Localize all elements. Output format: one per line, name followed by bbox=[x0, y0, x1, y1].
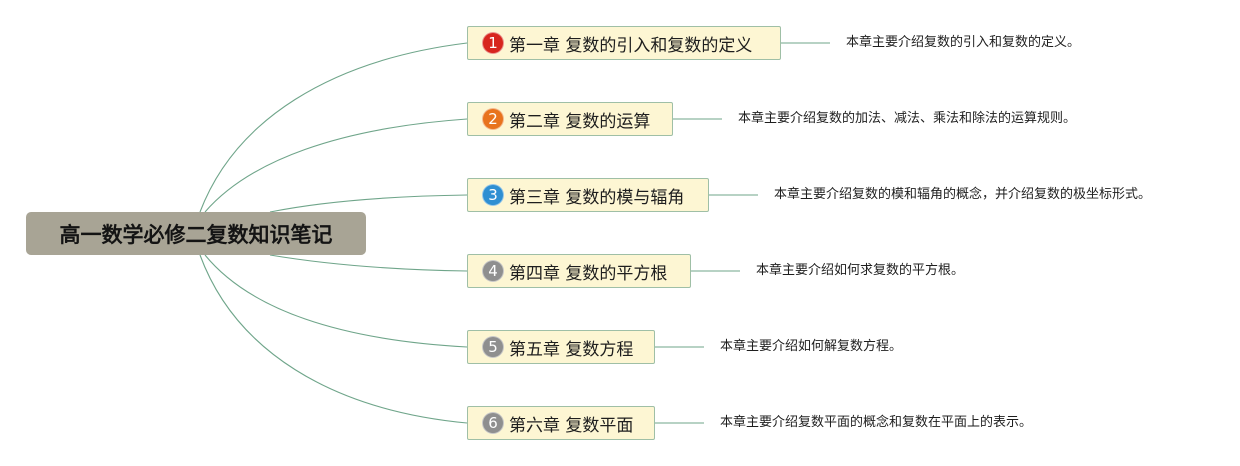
chapter-4-description[interactable]: 本章主要介绍如何求复数的平方根。 bbox=[756, 263, 965, 278]
root-link-4 bbox=[269, 254, 468, 272]
chapter-2-title: 第二章 复数的运算 bbox=[509, 111, 651, 132]
chapter-5-description[interactable]: 本章主要介绍如何解复数方程。 bbox=[720, 339, 903, 354]
root-link-1 bbox=[199, 42, 468, 213]
root-topic-label: 高一数学必修二复数知识笔记 bbox=[59, 222, 333, 247]
root-link-3 bbox=[269, 194, 468, 213]
chapter-1-description[interactable]: 本章主要介绍复数的引入和复数的定义。 bbox=[846, 35, 1081, 50]
chapter-5-title: 第五章 复数方程 bbox=[509, 339, 634, 360]
chapter-4-topic[interactable]: 4 第四章 复数的平方根 bbox=[467, 254, 691, 288]
chapter-5-topic[interactable]: 5 第五章 复数方程 bbox=[467, 330, 655, 364]
root-link-2 bbox=[204, 118, 468, 213]
number-6-badge-icon: 6 bbox=[482, 412, 504, 434]
chapter-1-title: 第一章 复数的引入和复数的定义 bbox=[509, 35, 753, 56]
chapter-3-title: 第三章 复数的模与辐角 bbox=[509, 187, 685, 208]
number-5-badge-icon: 5 bbox=[482, 336, 504, 358]
chapter-3-description[interactable]: 本章主要介绍复数的模和辐角的概念，并介绍复数的极坐标形式。 bbox=[774, 187, 1152, 202]
number-1-badge-icon: 1 bbox=[482, 32, 504, 54]
number-2-badge-icon: 2 bbox=[482, 108, 504, 130]
root-link-6 bbox=[199, 254, 468, 424]
number-4-badge-icon: 4 bbox=[482, 260, 504, 282]
chapter-2-topic[interactable]: 2 第二章 复数的运算 bbox=[467, 102, 673, 136]
chapter-2-description[interactable]: 本章主要介绍复数的加法、减法、乘法和除法的运算规则。 bbox=[738, 111, 1077, 126]
chapter-6-description[interactable]: 本章主要介绍复数平面的概念和复数在平面上的表示。 bbox=[720, 415, 1033, 430]
chapter-6-topic[interactable]: 6 第六章 复数平面 bbox=[467, 406, 655, 440]
chapter-4-title: 第四章 复数的平方根 bbox=[509, 263, 668, 284]
number-3-badge-icon: 3 bbox=[482, 184, 504, 206]
root-link-5 bbox=[204, 254, 468, 348]
chapter-3-topic[interactable]: 3 第三章 复数的模与辐角 bbox=[467, 178, 709, 212]
chapter-6-title: 第六章 复数平面 bbox=[509, 415, 634, 436]
root-topic[interactable]: 高一数学必修二复数知识笔记 bbox=[26, 212, 366, 255]
chapter-1-topic[interactable]: 1 第一章 复数的引入和复数的定义 bbox=[467, 26, 781, 60]
